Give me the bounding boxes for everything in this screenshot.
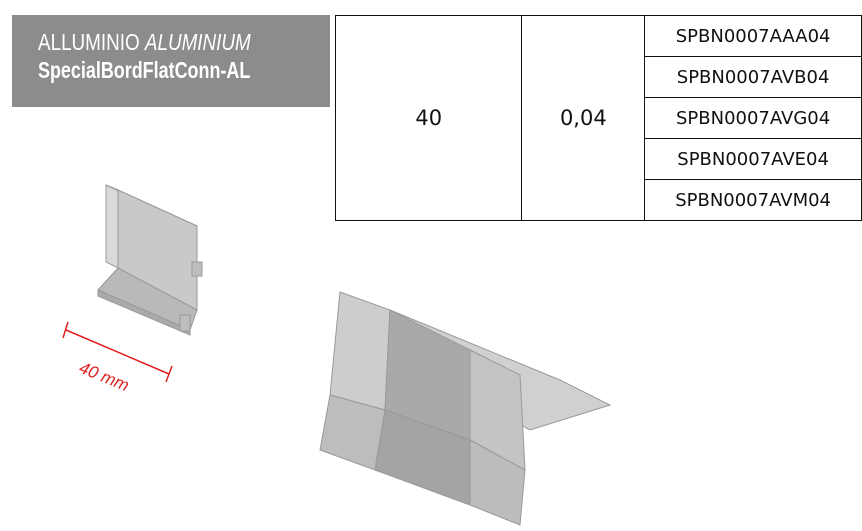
width-cell: 40	[334, 15, 523, 221]
table-row: SPBN0007AVE04	[336, 138, 862, 180]
table-row: SPBN0007AVG04	[336, 97, 862, 139]
code-cell: SPBN0007AVE04	[644, 138, 862, 180]
code-cell: SPBN0007AAA04	[644, 15, 862, 57]
dimension-marker	[62, 321, 173, 383]
code-cell: SPBN0007AVM04	[644, 179, 862, 221]
code-cell: SPBN0007AVG04	[644, 97, 862, 139]
product-title-box: ALLUMINIO ALUMINIUM SpecialBordFlatConn-…	[12, 15, 330, 107]
dimension-label: 40 mm	[77, 358, 132, 395]
product-name: SpecialBordFlatConn-AL	[38, 57, 251, 83]
material-italian: ALLUMINIO	[38, 29, 140, 55]
large-connector-illustration	[319, 291, 612, 526]
table-row: SPBN0007AVM04	[336, 179, 862, 221]
material-english: ALUMINIUM	[144, 29, 251, 55]
small-connector-illustration	[97, 184, 203, 336]
table-row: 40 0,04 SPBN0007AAA04	[334, 15, 862, 221]
material-title: ALLUMINIO ALUMINIUM	[38, 29, 251, 56]
thickness-cell: 0,04	[521, 15, 646, 221]
spec-table: 40 0,04 SPBN0007AAA04 SPBN0007AVB04 SPBN…	[334, 15, 862, 221]
